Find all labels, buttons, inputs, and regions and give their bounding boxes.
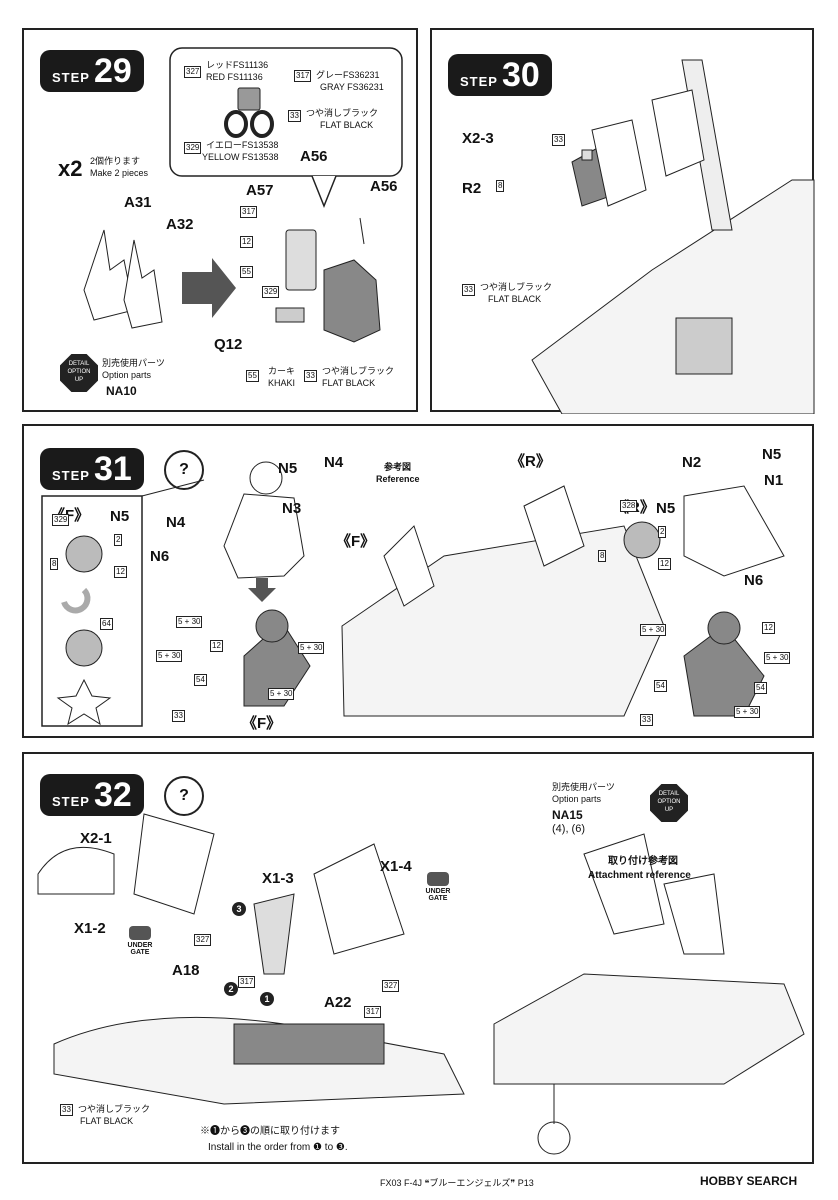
step-30-illustration xyxy=(531,59,815,414)
reference-icon: ? xyxy=(164,450,204,490)
step-31-illustration xyxy=(41,461,785,727)
step-30-badge: STEP 30 xyxy=(448,54,552,96)
step-29-badge: STEP 29 xyxy=(40,50,144,92)
step-30-panel: STEP 30 X2-3 33 R2 8 33 つや消しブラック FLAT BL… xyxy=(430,28,815,414)
step-32-badge: STEP 32 xyxy=(40,774,144,816)
step-32-illustration xyxy=(37,813,805,1155)
hobby-search-logo: HOBBY SEARCH xyxy=(700,1174,798,1188)
step-31-badge: STEP 31 xyxy=(40,448,144,490)
step-31-panel: STEP 31 ? 《F》 N5 329 2 8 12 64 N4 N3 N6 … xyxy=(22,424,814,738)
step-32-panel: STEP 32 ? X2-1 X1-2 X1-3 X1-4 A18 A22 32… xyxy=(22,752,814,1164)
reference-icon-32: ? xyxy=(164,776,204,816)
step-29-panel: STEP 29 327 レッドFS11136 RED FS11136 317 グ… xyxy=(22,28,418,412)
page-footer: FX03 F-4J ❝ブルーエンジェルズ❞ P13 xyxy=(380,1178,534,1188)
step-29-illustration xyxy=(83,47,403,343)
